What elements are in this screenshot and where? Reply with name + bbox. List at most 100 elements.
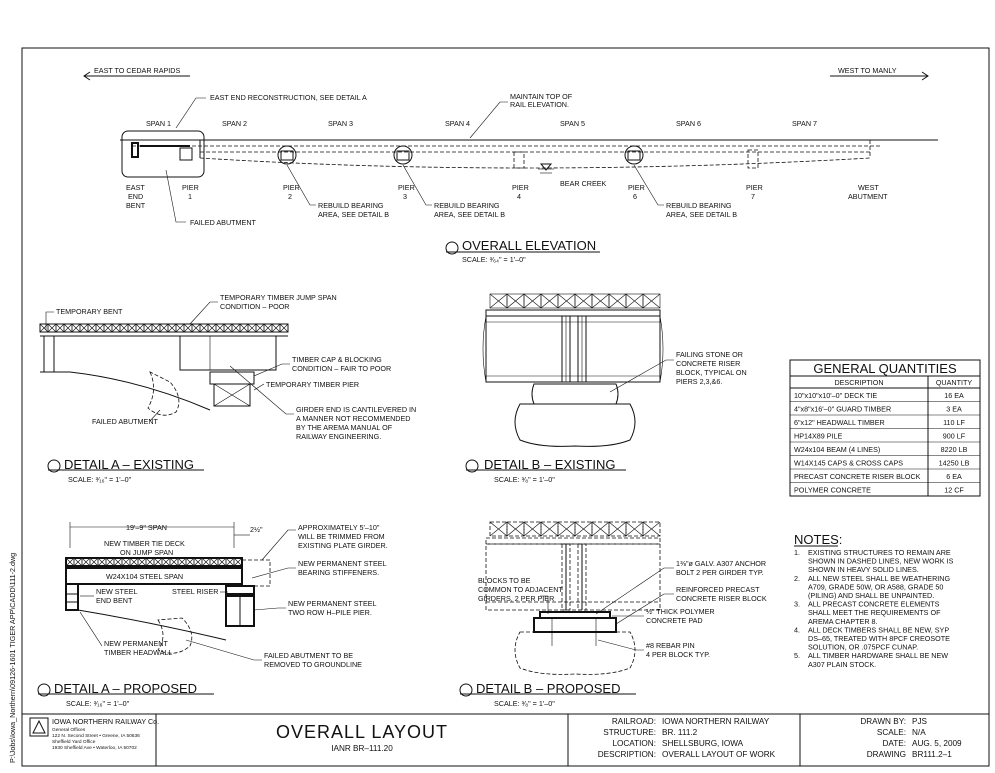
note-text: ALL PRECAST CONCRETE ELEMENTS <box>808 600 940 609</box>
failed-abutment-label: FAILED ABUTMENT <box>190 218 257 227</box>
note-number: 3. <box>794 600 800 609</box>
span-label: SPAN 4 <box>445 119 470 128</box>
rebuild-callout: AREA, SEE DETAIL B <box>434 210 505 219</box>
detail-b-existing: FAILING STONE OR CONCRETE RISER BLOCK, T… <box>465 293 747 484</box>
pier-label: PIER <box>746 183 763 192</box>
title-block: IOWA NORTHERN RAILWAY Co. General Office… <box>22 713 989 766</box>
file-path-text: P:\Jobs\Iowa_Northern\09126-1601 TIGER A… <box>8 553 17 763</box>
quantity-description: W24x104 BEAM (4 LINES) <box>794 445 880 454</box>
detail-a-existing-scale: SCALE: ³⁄₁₆" = 1'–0" <box>68 475 132 484</box>
elevation-scale: SCALE: ³⁄₆₄" = 1'–0" <box>462 255 526 264</box>
detail-b-proposed: BLOCKS TO BE COMMON TO ADJACENT GIRDERS,… <box>459 521 767 708</box>
detail-a-box <box>121 130 205 178</box>
company-address: Sheffield Yard Office <box>52 739 96 745</box>
general-quantities-table: GENERAL QUANTITIES DESCRIPTION QUANTITY … <box>789 359 981 497</box>
pier-number: 4 <box>517 192 521 201</box>
detail-b-proposed-title: DETAIL B – PROPOSED <box>476 681 621 696</box>
direction-east: EAST TO CEDAR RAPIDS <box>83 66 190 81</box>
span-label: SPAN 3 <box>328 119 353 128</box>
failed-abutment-label: FAILED ABUTMENT <box>92 417 159 426</box>
span-dimension: 19'–9" SPAN <box>126 523 167 532</box>
railway-logo-icon <box>29 717 49 737</box>
direction-west: WEST TO MANLY <box>830 66 929 81</box>
quantity-value: 3 EA <box>946 405 962 414</box>
rebuild-callout: REBUILD BEARING <box>666 201 732 210</box>
quantity-value: 16 EA <box>944 391 964 400</box>
quantity-value: 12 CF <box>944 486 964 495</box>
quantity-description: W14X145 CAPS & CROSS CAPS <box>794 459 903 468</box>
east-end-bent-label: EAST <box>126 183 145 192</box>
deck-tie <box>642 521 661 537</box>
overall-elevation: EAST END RECONSTRUCTION, SEE DETAIL A MA… <box>120 92 938 264</box>
elevation-title: OVERALL ELEVATION <box>462 238 596 253</box>
arrow-right-icon <box>921 71 929 81</box>
quantity-description: POLYMER CONCRETE <box>794 486 871 495</box>
east-callout: EAST END RECONSTRUCTION, SEE DETAIL A <box>210 93 367 102</box>
pier-number: 1 <box>188 192 192 201</box>
note-text: ALL NEW STEEL SHALL BE WEATHERING <box>808 574 950 583</box>
steel-span-label: W24X104 STEEL SPAN <box>106 572 183 581</box>
note-text: SHOWN IN DASHED LINES, NEW WORK IS <box>808 557 954 566</box>
note-number: 2. <box>794 574 800 583</box>
blocks-note: BLOCKS TO BE <box>478 576 531 585</box>
title-block-value: BR111.2–1 <box>912 750 952 759</box>
company-address: 1930 Sheffield Ave • Waterloo, IA 50702 <box>52 745 137 751</box>
quantities-header-description: DESCRIPTION <box>834 378 883 387</box>
detail-a-proposed-title: DETAIL A – PROPOSED <box>54 681 197 696</box>
east-end-bent-label: BENT <box>126 201 146 210</box>
new-steel-bent-label: END BENT <box>96 596 133 605</box>
span-label: SPAN 1 <box>146 119 171 128</box>
failing-stone-note: CONCRETE RISER <box>676 359 740 368</box>
west-abutment-label: ABUTMENT <box>848 192 888 201</box>
quantity-description: PRECAST CONCRETE RISER BLOCK <box>794 472 921 481</box>
span-label: SPAN 5 <box>560 119 585 128</box>
jump-span-label: TEMPORARY TIMBER JUMP SPAN <box>220 293 337 302</box>
failing-stone-note: BLOCK, TYPICAL ON <box>676 368 747 377</box>
anchor-bolt-note: 1⅜"ø GALV. A307 ANCHOR <box>676 559 766 568</box>
note-text: SHALL MEET THE REQUIREMENTS OF <box>808 608 941 617</box>
girder-end-note: BY THE AREMA MANUAL OF <box>296 423 393 432</box>
trim-note: EXISTING PLATE GIRDER. <box>298 541 388 550</box>
note-number: 1. <box>794 548 800 557</box>
quantity-description: HP14X89 PILE <box>794 432 843 441</box>
note-text: ALL DECK TIMBERS SHALL BE NEW, SYP <box>808 625 949 634</box>
bear-creek-label: BEAR CREEK <box>560 179 607 188</box>
sheet-title: OVERALL LAYOUT <box>276 722 448 742</box>
detail-b-existing-title: DETAIL B – EXISTING <box>484 457 615 472</box>
detail-b-proposed-scale: SCALE: ³⁄₈" = 1'–0" <box>494 699 555 708</box>
headwall-label: NEW PERMANENT <box>104 639 169 648</box>
title-block-value: SHELLSBURG, IOWA <box>662 739 744 748</box>
note-text: ALL TIMBER HARDWARE SHALL BE NEW <box>808 651 948 660</box>
quantity-value: 8220 LB <box>941 445 968 454</box>
steel-riser-label: STEEL RISER <box>172 587 218 596</box>
title-block-value: AUG. 5, 2009 <box>912 739 962 748</box>
pier-number: 2 <box>288 192 292 201</box>
note-number: 5. <box>794 651 800 660</box>
riser-block-note: CONCRETE RISER BLOCK <box>676 594 767 603</box>
girder-end-note: A MANNER NOT RECOMMENDED <box>296 414 410 423</box>
girder-end-note: RAILWAY ENGINEERING. <box>296 432 381 441</box>
arrow-left-icon <box>83 71 91 81</box>
note-text: A307 PLAIN STOCK. <box>808 660 876 669</box>
polymer-pad-note: ½" THICK POLYMER <box>646 607 715 616</box>
title-block-value: IOWA NORTHERN RAILWAY <box>662 717 770 726</box>
trim-note: APPROXIMATELY 5'–10" <box>298 523 380 532</box>
trim-note: WILL BE TRIMMED FROM <box>298 532 385 541</box>
failing-stone-note: FAILING STONE OR <box>676 350 743 359</box>
riser-block-note: REINFORCED PRECAST <box>676 585 760 594</box>
company-name: IOWA NORTHERN RAILWAY Co. <box>52 717 159 726</box>
title-block-label: DESCRIPTION: <box>598 750 656 759</box>
company-address: General Offices <box>52 727 86 733</box>
quantity-value: 6 EA <box>946 472 962 481</box>
detail-a-existing: TEMPORARY BENT TEMPORARY TIMBER JUMP SPA… <box>39 293 416 484</box>
note-text: EXISTING STRUCTURES TO REMAIN ARE <box>808 548 951 557</box>
east-end-bent-label: END <box>128 192 143 201</box>
notes-block: NOTES: 1.EXISTING STRUCTURES TO REMAIN A… <box>794 532 954 669</box>
title-block-value: OVERALL LAYOUT OF WORK <box>662 750 776 759</box>
detail-b-existing-scale: SCALE: ³⁄₈" = 1'–0" <box>494 475 555 484</box>
rebuild-callout: AREA, SEE DETAIL B <box>666 210 737 219</box>
title-block-value: PJS <box>912 717 928 726</box>
new-deck-label: ON JUMP SPAN <box>120 548 173 557</box>
span-label: SPAN 7 <box>792 119 817 128</box>
